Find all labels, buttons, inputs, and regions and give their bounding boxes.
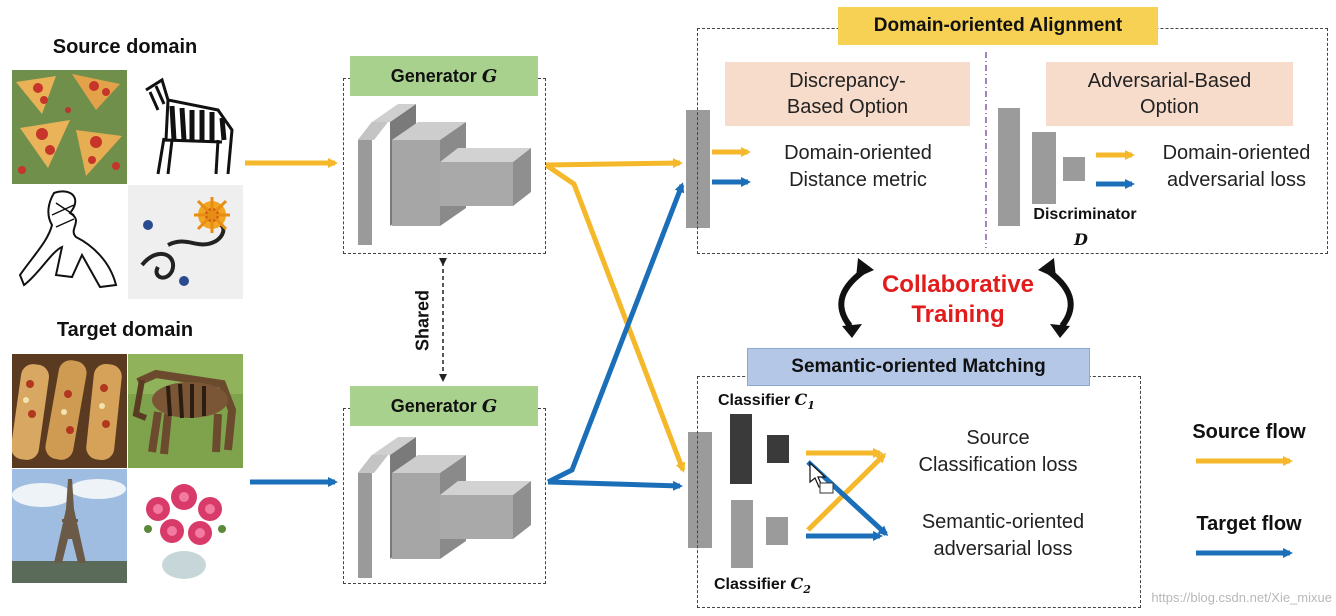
generator-bottom-label: Generator G: [350, 386, 538, 426]
target-to-alignment-arrow: [546, 182, 685, 485]
classifier1-block-large: [730, 414, 752, 484]
discriminator-label: Discriminator: [1033, 206, 1137, 223]
cursor-icon: [809, 461, 834, 494]
collaborative-line1: Collaborative: [881, 271, 1035, 298]
semantic-adversarial-loss: Semantic-oriented adversarial loss: [898, 509, 1108, 563]
discriminator-symbol: D: [1074, 230, 1088, 249]
classifier2-label: Classifier C2: [714, 574, 811, 596]
pizza-photo-image: [12, 354, 127, 468]
source-classification-loss: Source Classification loss: [898, 425, 1098, 479]
shared-label: Shared: [412, 289, 433, 352]
legend-target-flow: Target flow: [1196, 513, 1302, 535]
collaborative-training-label: Collaborative Training: [866, 270, 1050, 330]
target-domain-title: Target domain: [56, 319, 194, 341]
discrepancy-option-title: Discrepancy-Based Option: [725, 62, 970, 126]
watermark: https://blog.csdn.net/Xie_mixue: [1151, 590, 1332, 605]
alignment-title: Domain-oriented Alignment: [838, 7, 1158, 45]
flower-painting-image: [128, 185, 243, 299]
generator-top-symbol: G: [481, 65, 498, 87]
source-loss-line1: Source: [966, 427, 1030, 449]
target-to-classifier-arrow: [547, 479, 683, 491]
classifier1-sub: 1: [807, 399, 815, 413]
collaborative-line2: Training: [911, 301, 1005, 328]
discriminator-blocks: [998, 108, 1085, 226]
classifier1-label: Classifier C1: [718, 390, 815, 412]
flower-photo-image: [128, 469, 243, 583]
eiffel-sketch-image: [12, 185, 127, 299]
discrepancy-output-line1: Domain-oriented: [784, 142, 932, 164]
source-loss-line2: Classification loss: [918, 454, 1078, 476]
generator-top-label: Generator G: [350, 56, 538, 96]
adversarial-output-line1: Domain-oriented: [1162, 142, 1311, 164]
classifier1-text: Classifier: [718, 392, 791, 409]
generator-bottom-symbol: G: [481, 395, 498, 417]
collab-arrow-left: [838, 265, 870, 328]
z-source-diagonal: [806, 452, 887, 532]
legend-source-flow: Source flow: [1192, 421, 1306, 443]
discrepancy-output: Domain-oriented Distance metric: [752, 140, 964, 194]
source-domain-title: Source domain: [52, 36, 198, 58]
discrepancy-output-line2: Distance metric: [789, 169, 927, 191]
semantic-loss-line2: adversarial loss: [933, 538, 1073, 560]
classifier2-text: Classifier: [714, 576, 787, 593]
eiffel-photo-image: [12, 469, 127, 583]
zebra-sketch-image: [128, 70, 243, 184]
adversarial-option-title: Adversarial-Based Option: [1046, 62, 1293, 126]
generator-bottom-box: [343, 408, 546, 584]
generator-bottom-text: Generator: [390, 395, 477, 416]
generator-bottom-blocks: [358, 437, 531, 578]
generator-top-blocks: [358, 104, 531, 245]
classifier2-sub: 2: [803, 583, 811, 597]
alignment-feature-bar: [686, 110, 710, 228]
matching-title: Semantic-oriented Matching: [747, 348, 1090, 386]
classifier2-block-large: [731, 500, 753, 568]
classifier1-block-small: [767, 435, 789, 463]
adversarial-output: Domain-oriented adversarial loss: [1134, 140, 1336, 194]
adversarial-output-line2: adversarial loss: [1167, 169, 1306, 191]
source-to-classifier-arrow: [544, 162, 686, 473]
generator-top-box: [343, 78, 546, 254]
classifier1-symbol: C: [794, 390, 808, 409]
classifier2-block-small: [766, 517, 788, 545]
pizza-image: [12, 70, 127, 184]
source-to-alignment-arrow: [545, 158, 683, 169]
generator-top-text: Generator: [390, 65, 477, 86]
matching-feature-bar: [688, 432, 712, 548]
zebra-photo-image: [128, 354, 243, 468]
classifier2-symbol: C: [790, 574, 804, 593]
semantic-loss-line1: Semantic-oriented: [921, 511, 1085, 533]
